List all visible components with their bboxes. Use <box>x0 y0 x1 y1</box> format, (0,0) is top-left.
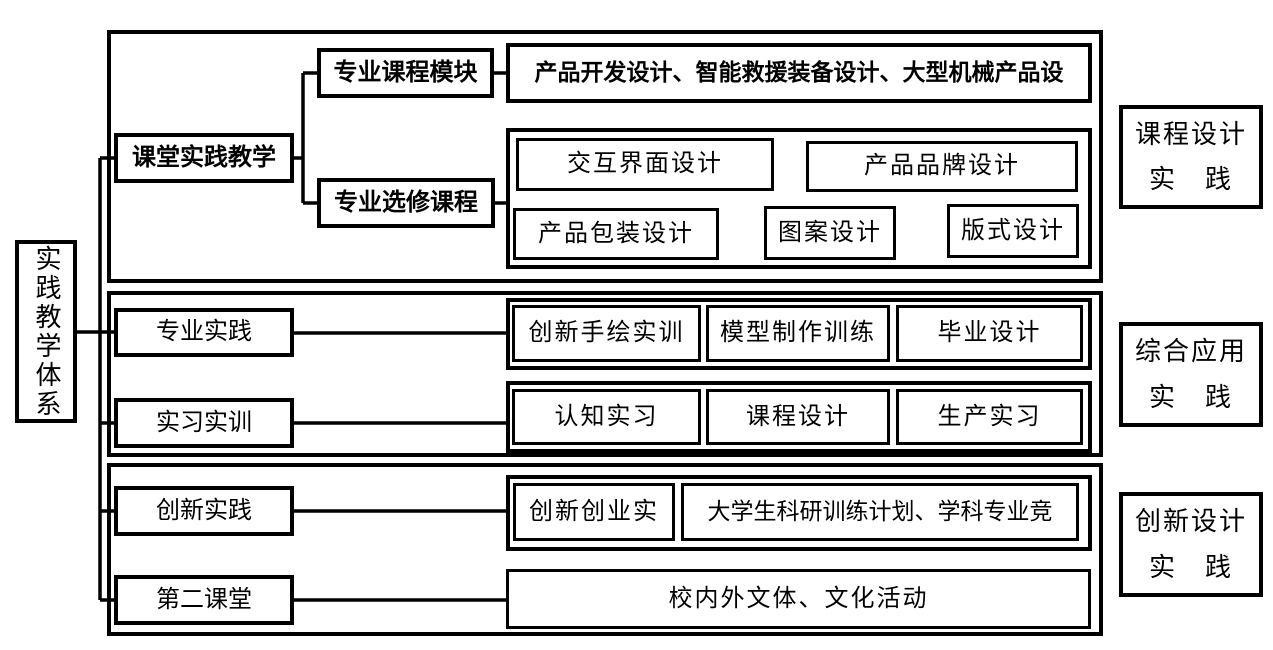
node-professional-course-module: 专业课程模块 <box>317 48 494 98</box>
course-box-product-brand-design: 产品品牌设计 <box>806 141 1078 192</box>
course-box-module-course-list: 产品开发设计、智能救援装备设计、大型机械产品设 <box>506 43 1092 103</box>
label-innovative-design-practice: 创新设计 实 践 <box>1119 492 1263 597</box>
label-line: 实 践 <box>1148 382 1233 412</box>
label-course-design-practice: 课程设计 实 践 <box>1119 105 1263 209</box>
node-innovation-practice: 创新实践 <box>114 486 294 536</box>
course-box-course-design: 课程设计 <box>706 389 890 445</box>
course-box-interactive-interface-design: 交互界面设计 <box>516 138 774 191</box>
node-internship-training: 实习实训 <box>114 398 294 448</box>
label-line: 实 践 <box>1148 552 1233 582</box>
node-professional-practice: 专业实践 <box>114 308 294 357</box>
node-second-classroom: 第二课堂 <box>114 575 294 625</box>
course-box-innovation-entrepreneurship: 创新创业实 <box>513 483 675 541</box>
course-box-product-packaging-design: 产品包装设计 <box>513 208 719 260</box>
label-line: 课程设计 <box>1134 119 1247 149</box>
course-box-graduation-design: 毕业设计 <box>896 305 1083 362</box>
section-comprehensive-practice <box>107 291 1103 457</box>
node-professional-elective-course: 专业选修课程 <box>317 178 495 228</box>
label-line: 创新设计 <box>1134 507 1247 536</box>
course-box-pattern-design: 图案设计 <box>764 206 896 260</box>
root-node-practice-teaching-system: 实践教学体系 <box>15 240 77 423</box>
label-line: 综合应用 <box>1134 337 1247 366</box>
course-box-cognition-internship: 认知实习 <box>512 389 701 445</box>
course-box-production-internship: 生产实习 <box>896 389 1083 445</box>
course-box-model-making-training: 模型制作训练 <box>706 305 890 362</box>
course-box-campus-cultural-activities: 校内外文体、文化活动 <box>506 569 1091 629</box>
section-classroom-teaching <box>107 30 1103 283</box>
course-box-innovative-sketch-training: 创新手绘实训 <box>512 305 701 362</box>
label-comprehensive-application-practice: 综合应用 实 践 <box>1119 322 1263 427</box>
course-box-research-training-competition: 大学生科研训练计划、学科专业竞 <box>681 483 1079 541</box>
node-classroom-practice-teaching: 课堂实践教学 <box>114 133 294 183</box>
label-line: 实 践 <box>1148 165 1233 194</box>
course-box-layout-design: 版式设计 <box>947 204 1079 258</box>
section-innovation-practice <box>107 463 1103 636</box>
